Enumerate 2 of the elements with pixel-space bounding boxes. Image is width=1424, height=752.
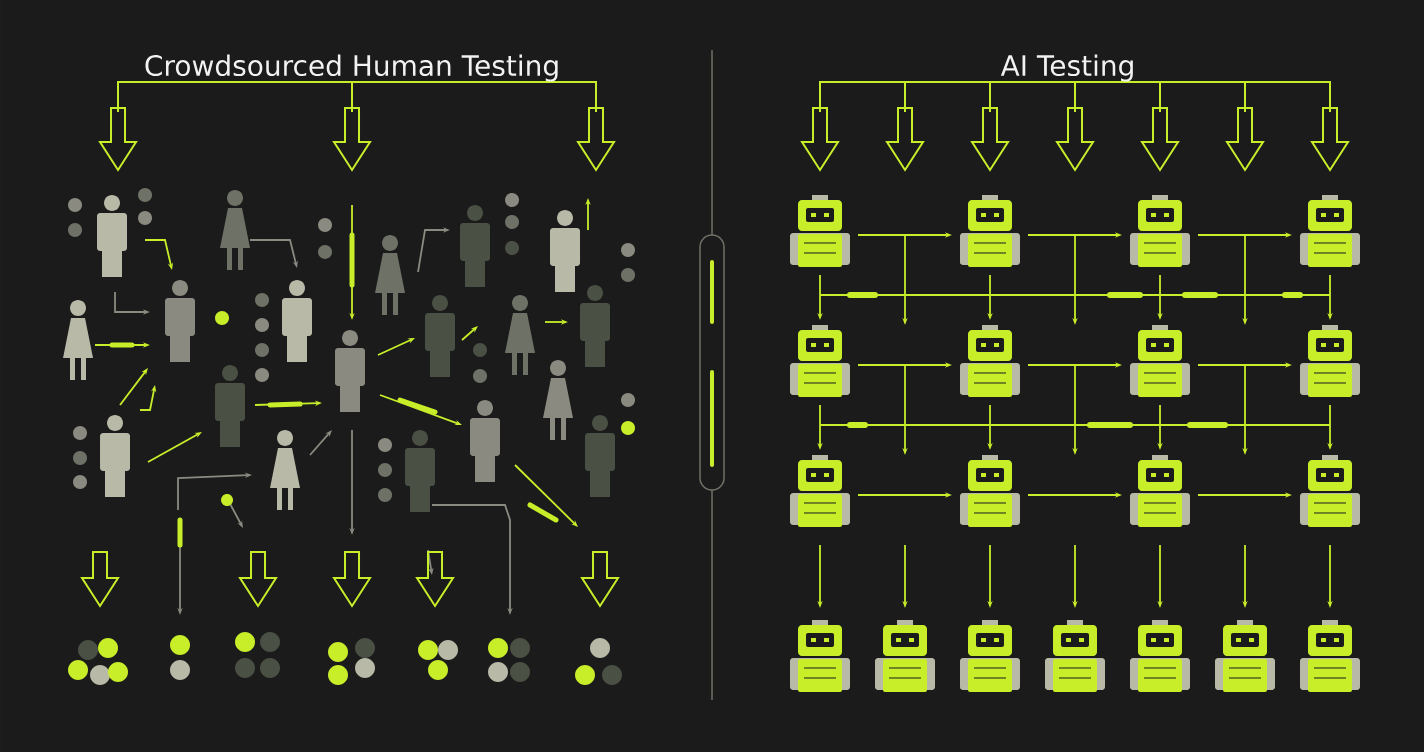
heading: AI Testing [1000, 54, 1133, 82]
heading: Crowdsourced Human Testing [145, 54, 558, 82]
